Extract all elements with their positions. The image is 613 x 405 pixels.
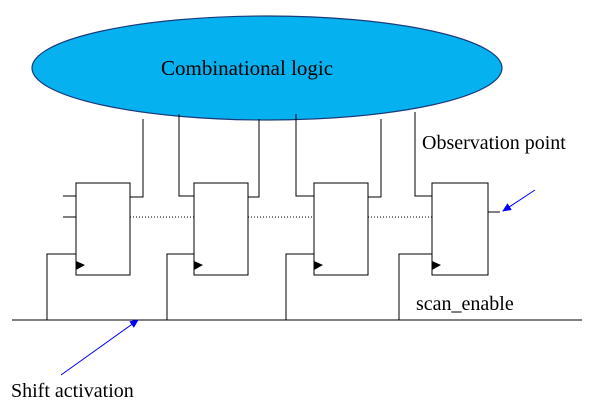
clock-icon-2	[194, 261, 203, 270]
combinational-logic-block	[31, 15, 503, 121]
clock-icon-3	[314, 261, 323, 270]
flip-flop-2	[193, 182, 249, 276]
flip-flop-3	[313, 182, 369, 276]
shift-activation-label: Shift activation	[11, 380, 134, 402]
clock-icon-4	[432, 261, 441, 270]
observation-point-arrow	[502, 189, 536, 212]
clock-icon-1	[76, 261, 85, 270]
wiring	[12, 112, 582, 321]
observation-point-label: Observation point	[422, 132, 566, 154]
scan-enable-label: scan_enable	[416, 293, 514, 315]
combinational-logic-label: Combinational logic	[161, 56, 334, 80]
shift-activation-arrow	[60, 319, 139, 376]
flip-flop-4	[431, 182, 489, 276]
flip-flop-1	[75, 182, 131, 276]
